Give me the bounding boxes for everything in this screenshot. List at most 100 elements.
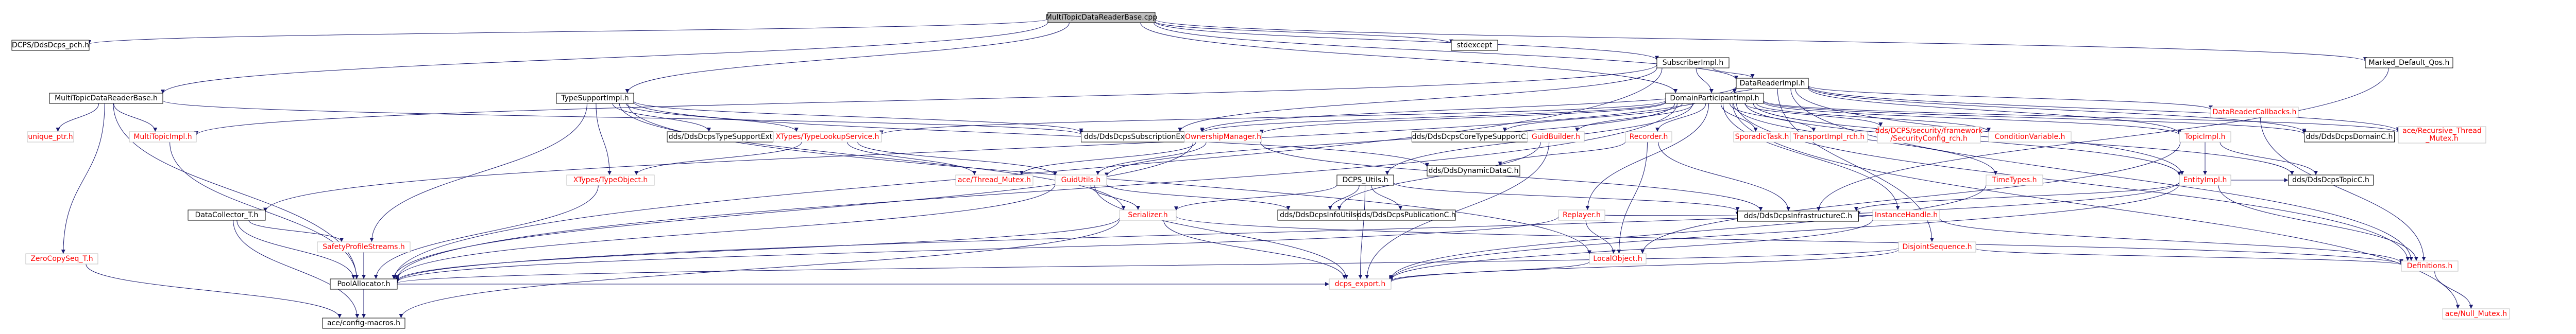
node-box [2401,260,2459,272]
edge-mtdrb_h-to-poolalloc [113,103,359,279]
node-serializer[interactable]: Serializer.h [1119,209,1177,221]
edge-root-to-datareaderimpl [1154,22,1738,80]
node-subext[interactable]: dds/DdsDcpsSubscriptionExtC.h [1081,131,1202,143]
node-transportimpl[interactable]: TransportImpl_rch.h [1790,131,1868,143]
node-dcps_utils[interactable]: DCPS_Utils.h [1336,174,1394,186]
node-label: ace/config-macros.h [327,319,400,327]
node-acenull[interactable]: ace/Null_Mutex.h [2442,308,2510,320]
edge-typesupportimpl-to-serializer [619,103,1126,210]
node-instancehandle[interactable]: InstanceHandle.h [1872,209,1940,221]
edge-ownership-to-infrastructure [1260,142,1763,212]
node-topicc[interactable]: dds/DdsDcpsTopicC.h [2288,174,2374,186]
node-recorder[interactable]: Recorder.h [1625,131,1672,143]
node-label: SporadicTask.h [1735,133,1789,141]
node-aceconfig[interactable]: ace/config-macros.h [322,318,405,329]
node-zerocopy[interactable]: ZeroCopySeq_T.h [25,253,98,265]
node-subscriberimpl[interactable]: SubscriberImpl.h [1656,57,1730,68]
node-datareaderimpl[interactable]: DataReaderImpl.h [1736,78,1809,89]
edge-root-to-domainpartimpl [1140,22,1678,94]
node-ownership[interactable]: OwnershipManager.h [1184,131,1262,143]
node-timetypes[interactable]: TimeTypes.h [1986,174,2043,186]
node-label: dds/DdsDcpsCoreTypeSupportC.h [1412,133,1533,141]
node-typesupportext[interactable]: dds/DdsDcpsTypeSupportExtC.h [667,131,786,143]
node-ace_thread[interactable]: ace/Thread_Mutex.h [955,174,1033,186]
edge-instancehandle-to-dds_export [1389,219,1873,280]
node-poolalloc[interactable]: PoolAllocator.h [330,278,398,290]
edge-domainpartimpl-to-guidbuilder [1575,103,1694,132]
edge-entityimpl-to-poolalloc [395,181,2180,283]
node-infoutils[interactable]: dds/DdsDcpsInfoUtilsC.h [1277,209,1371,221]
node-topicimpl[interactable]: TopicImpl.h [2179,131,2231,143]
node-infrastructure[interactable]: dds/DdsDcpsInfrastructureC.h [1737,210,1859,222]
edge-replayer-to-infrastructure [1604,211,1738,216]
node-label: PoolAllocator.h [337,280,390,288]
edge-domainpartimpl-to-poolalloc [395,103,1677,280]
node-label: SafetyProfileStreams.h [323,243,405,251]
edge-dcps_utils-to-dds_export [1358,185,1365,279]
node-dds_export[interactable]: dcps_export.h [1329,278,1392,290]
edge-entityimpl-to-dds_export [1389,183,2180,280]
node-multitopicimpl[interactable]: MultiTopicImpl.h [129,131,197,143]
edge-datacollector-to-aceconfig [233,220,360,319]
node-label: Marked_Default_Qos.h [2369,59,2450,67]
node-security_cfg[interactable]: dds/DCPS/security/framework/SecurityConf… [1875,126,1983,144]
node-coretypesupport[interactable]: dds/DdsDcpsCoreTypeSupportC.h [1412,131,1533,143]
node-unique_ptr[interactable]: unique_ptr.h [27,131,74,143]
node-label: ZeroCopySeq_T.h [30,255,93,263]
node-domainpartimpl[interactable]: DomainParticipantImpl.h [1665,93,1764,104]
node-box [2398,126,2486,144]
node-recursive[interactable]: ace/Recursive_Thread_Mutex.h [2398,126,2486,144]
node-box [1665,93,1764,104]
edge-serializer-to-aceconfig [399,219,1120,319]
node-datacollector[interactable]: DataCollector_T.h [188,209,266,221]
edge-root-to-marked_qos [1155,19,2367,62]
node-box [1055,174,1107,186]
node-definitions[interactable]: Definitions.h [2401,260,2459,272]
node-localobject[interactable]: LocalObject.h [1589,253,1647,265]
node-conditionvar[interactable]: ConditionVariable.h [1988,131,2072,143]
edge-ownership-to-ace_thread [1019,142,1196,175]
node-box [566,174,655,186]
node-label: stdexcept [1457,41,1493,49]
edge-typesupportimpl-to-subext [633,100,1083,133]
node-box [25,253,98,265]
edge-ownership-to-poolalloc [392,142,1194,279]
node-entityimpl[interactable]: EntityImpl.h [2179,174,2231,186]
node-stdexcept[interactable]: stdexcept [1451,40,1498,51]
node-mtdrb_h[interactable]: MultiTopicDataReaderBase.h [49,93,163,104]
node-box [1336,174,1394,186]
node-box [2304,131,2395,143]
node-xtypes_obj[interactable]: XTypes/TypeObject.h [566,174,655,186]
edge-dispatch-to-dds_export [1389,249,1899,283]
node-xtypes_lookup[interactable]: XTypes/TypeLookupService.h [773,131,882,143]
edge-typesupportimpl-to-safetyprofile [369,103,587,242]
node-box [2179,131,2231,143]
node-guidutils[interactable]: GuidUtils.h [1055,174,1107,186]
node-dispatch[interactable]: DisjointSequence.h [1898,241,1976,253]
node-dynamicdata[interactable]: dds/DdsDynamicDataC.h [1427,165,1520,177]
node-label: dds/DdsDynamicDataC.h [1428,167,1518,175]
node-box [2210,107,2299,118]
edge-instancehandle-to-definitions [1939,218,2403,263]
node-guidbuilder[interactable]: GuidBuilder.h [1527,131,1585,143]
node-typesupportimpl[interactable]: TypeSupportImpl.h [556,93,634,104]
edge-dispatch-to-poolalloc [395,248,1899,284]
edge-datareaderimpl-to-subext [1200,86,1737,132]
node-dcps_jni[interactable]: DCPS/DdsDcps_pch.h [11,40,90,51]
edge-topicimpl-to-topicc [2219,142,2318,175]
node-label: dds/DdsDcpsTypeSupportExtC.h [669,133,785,141]
node-box [1872,209,1940,221]
node-domainc[interactable]: dds/DdsDcpsDomainC.h [2304,131,2395,143]
edge-marked_qos-to-infrastructure [1816,67,2389,212]
node-box [1898,241,1976,253]
node-sporadictask[interactable]: SporadicTask.h [1733,131,1791,143]
node-publicationc[interactable]: dds/DdsDcpsPublicationC.h [1357,209,1456,221]
edge-domainpartimpl-to-topicimpl [1763,102,2181,135]
node-datareadercb[interactable]: DataReaderCallbacks.h [2210,107,2299,118]
node-replayer[interactable]: Replayer.h [1558,209,1605,221]
edge-serializer-to-dds_export [1163,220,1347,279]
node-marked_qos[interactable]: Marked_Default_Qos.h [2365,57,2453,68]
edge-datareadercb-to-definitions [2260,117,2426,261]
node-safetyprofile[interactable]: SafetyProfileStreams.h [317,241,411,253]
edge-domainpartimpl-to-xtypes_lookup [879,100,1666,135]
